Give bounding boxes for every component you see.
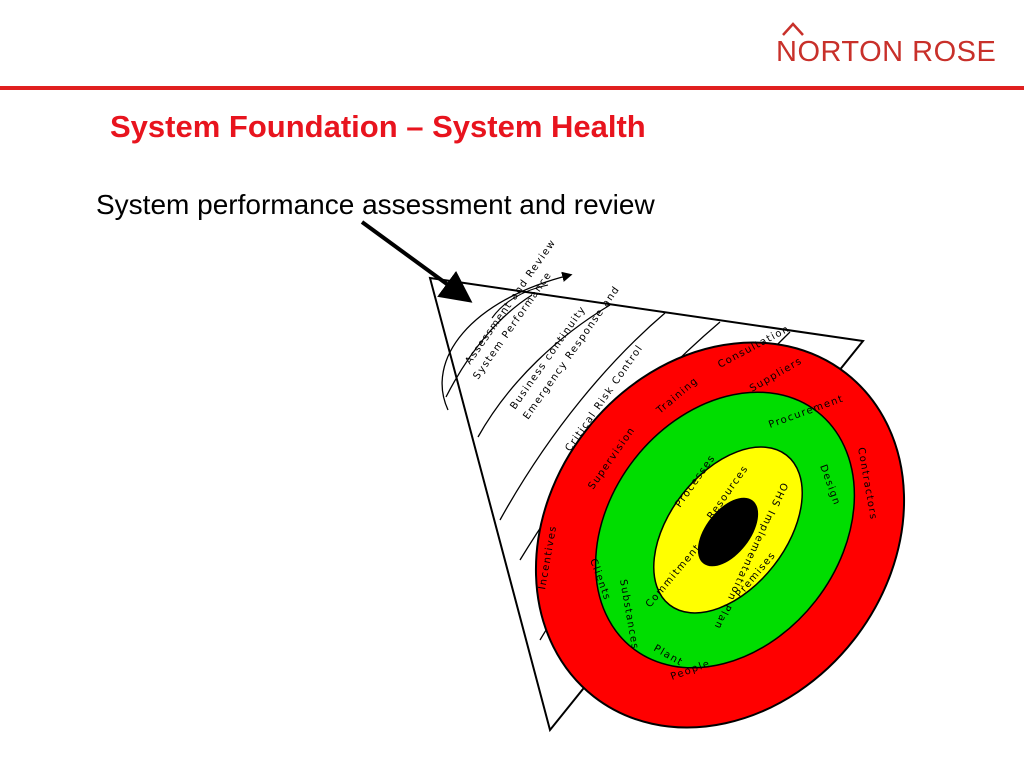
roof-icon [782, 22, 804, 36]
slide-title: System Foundation – System Health [110, 109, 646, 144]
core [697, 497, 759, 567]
pointer-arrow [360, 220, 473, 303]
review-cycle-arrow [441, 271, 573, 411]
review-cycle-arrow-2 [491, 284, 549, 319]
header-divider [0, 86, 1024, 90]
slide-subtitle: System performance assessment and review [96, 189, 655, 220]
brand-logo: NORTON ROSE [776, 22, 1006, 72]
brand-name: NORTON ROSE [776, 36, 997, 68]
